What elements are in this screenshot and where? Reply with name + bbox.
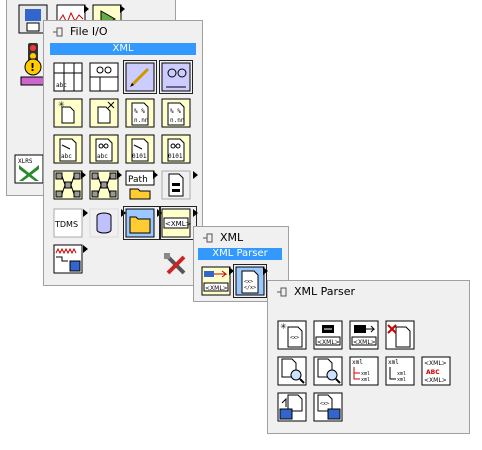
read-text-icon[interactable]: abc bbox=[88, 133, 120, 165]
strip-path-icon[interactable] bbox=[88, 169, 122, 201]
svg-text:abc: abc bbox=[56, 82, 67, 89]
new-xml-doc-icon[interactable]: ✳<x> bbox=[276, 319, 308, 351]
scan-nnn-label: n.nn bbox=[170, 117, 185, 124]
write-abc-label: abc bbox=[61, 153, 72, 160]
pin-icon[interactable] bbox=[276, 286, 288, 298]
xml-header[interactable]: XML bbox=[194, 227, 288, 249]
read-text-file-icon[interactable] bbox=[159, 60, 193, 94]
error-warning-icon[interactable]: ! bbox=[17, 57, 46, 86]
write-text-icon[interactable]: abc bbox=[52, 133, 84, 165]
svg-text:xml: xml bbox=[361, 377, 370, 383]
svg-text:xml: xml bbox=[361, 371, 370, 377]
read-abc-label: abc bbox=[97, 153, 108, 160]
xml-text-abc-icon[interactable]: <XML>ABC<XML> bbox=[420, 355, 452, 387]
xmlparser-title: XML Parser bbox=[294, 285, 356, 298]
svg-text:xml: xml bbox=[397, 377, 406, 383]
tdms-icon[interactable]: TDMS bbox=[52, 207, 88, 239]
svg-text:</x>: </x> bbox=[244, 285, 256, 291]
xml-parser-subpalette-icon[interactable]: <x></x> bbox=[233, 264, 268, 298]
svg-text:✳: ✳ bbox=[58, 100, 65, 109]
new-file-icon[interactable]: ✳ bbox=[52, 97, 84, 129]
xlrs-icon[interactable]: XLRS bbox=[13, 153, 45, 185]
svg-text:<XML>: <XML> bbox=[424, 377, 447, 384]
path-constant-icon[interactable]: Path bbox=[124, 169, 158, 201]
file-constants-icon[interactable] bbox=[160, 169, 198, 201]
build-path-icon[interactable] bbox=[52, 169, 86, 201]
storage-cylinder-icon[interactable] bbox=[88, 207, 126, 239]
xml-lines-label-b: xml bbox=[388, 359, 399, 366]
find-element-icon[interactable] bbox=[312, 355, 344, 387]
tdms-label: TDMS bbox=[54, 220, 78, 229]
xml-abc-label: ABC bbox=[426, 369, 440, 376]
fmt-nnn-label: n.nn bbox=[134, 117, 149, 124]
svg-text:<x>: <x> bbox=[244, 279, 253, 285]
load-xml-file-icon[interactable] bbox=[276, 391, 308, 423]
svg-text:!: ! bbox=[30, 61, 35, 74]
fileio-title: File I/O bbox=[70, 25, 108, 38]
svg-text:xml: xml bbox=[397, 371, 406, 377]
xml-title: XML bbox=[220, 231, 244, 244]
xml-subpalette-bar[interactable]: XML Parser bbox=[198, 248, 282, 260]
load-xml-icon[interactable]: <XML> bbox=[312, 319, 344, 351]
scan-percent-label: % % bbox=[170, 108, 181, 115]
scan-spreadsheet-icon[interactable]: % % n.nn bbox=[160, 97, 192, 129]
find-node-icon[interactable] bbox=[276, 355, 308, 387]
fmt-percent-label: % % bbox=[134, 108, 145, 115]
save-disk-icon[interactable] bbox=[17, 3, 49, 35]
xml-lines-label-a: xml bbox=[352, 359, 363, 366]
write-binary-label: 0101 bbox=[132, 153, 147, 160]
write-spreadsheet-icon[interactable]: abc bbox=[52, 61, 84, 93]
close-file-icon[interactable] bbox=[88, 97, 120, 129]
path-label: Path bbox=[128, 175, 148, 185]
write-text-file-icon[interactable] bbox=[123, 60, 157, 94]
xlrs-label: XLRS bbox=[18, 158, 33, 165]
save-xml-file-icon[interactable]: <x> bbox=[312, 391, 344, 423]
svg-text:✳: ✳ bbox=[280, 322, 287, 331]
svg-text:<x>: <x> bbox=[320, 401, 329, 407]
xml-subpalette-icon[interactable]: <XML> bbox=[159, 206, 198, 240]
xmlparser-header[interactable]: XML Parser bbox=[268, 281, 469, 303]
advanced-file-functions-icon[interactable] bbox=[123, 206, 162, 240]
svg-text:<x>: <x> bbox=[290, 335, 299, 341]
fileio-palette: File I/O XML abc ✳ % % n.nn % % n.nn abc a… bbox=[43, 20, 203, 286]
svg-text:<XML>: <XML> bbox=[317, 339, 340, 346]
xml-flatten-icon[interactable]: <XML> bbox=[200, 265, 234, 297]
read-spreadsheet-icon[interactable] bbox=[88, 61, 120, 93]
pin-icon[interactable] bbox=[52, 26, 64, 38]
read-binary-label: 0101 bbox=[168, 153, 183, 160]
close-xml-icon[interactable] bbox=[384, 319, 416, 351]
svg-text:<XML>: <XML> bbox=[353, 339, 376, 346]
waveform-file-icon[interactable] bbox=[52, 243, 88, 275]
save-xml-icon[interactable]: <XML> bbox=[348, 319, 380, 351]
xml-abc-tag-label: <XML> bbox=[424, 360, 447, 367]
format-spreadsheet-icon[interactable]: % % n.nn bbox=[124, 97, 156, 129]
write-binary-icon[interactable]: 0101 bbox=[124, 133, 156, 165]
fileio-subpalette-bar[interactable]: XML bbox=[50, 43, 196, 55]
xml-palette: XML XML Parser <XML> <x></x> bbox=[193, 226, 289, 302]
svg-text:<XML>: <XML> bbox=[205, 285, 228, 292]
read-binary-icon[interactable]: 0101 bbox=[160, 133, 192, 165]
xml-tag-label: <XML> bbox=[165, 220, 192, 228]
tools-icon[interactable] bbox=[160, 249, 198, 281]
fileio-header[interactable]: File I/O bbox=[44, 21, 202, 43]
pin-icon[interactable] bbox=[202, 232, 214, 244]
